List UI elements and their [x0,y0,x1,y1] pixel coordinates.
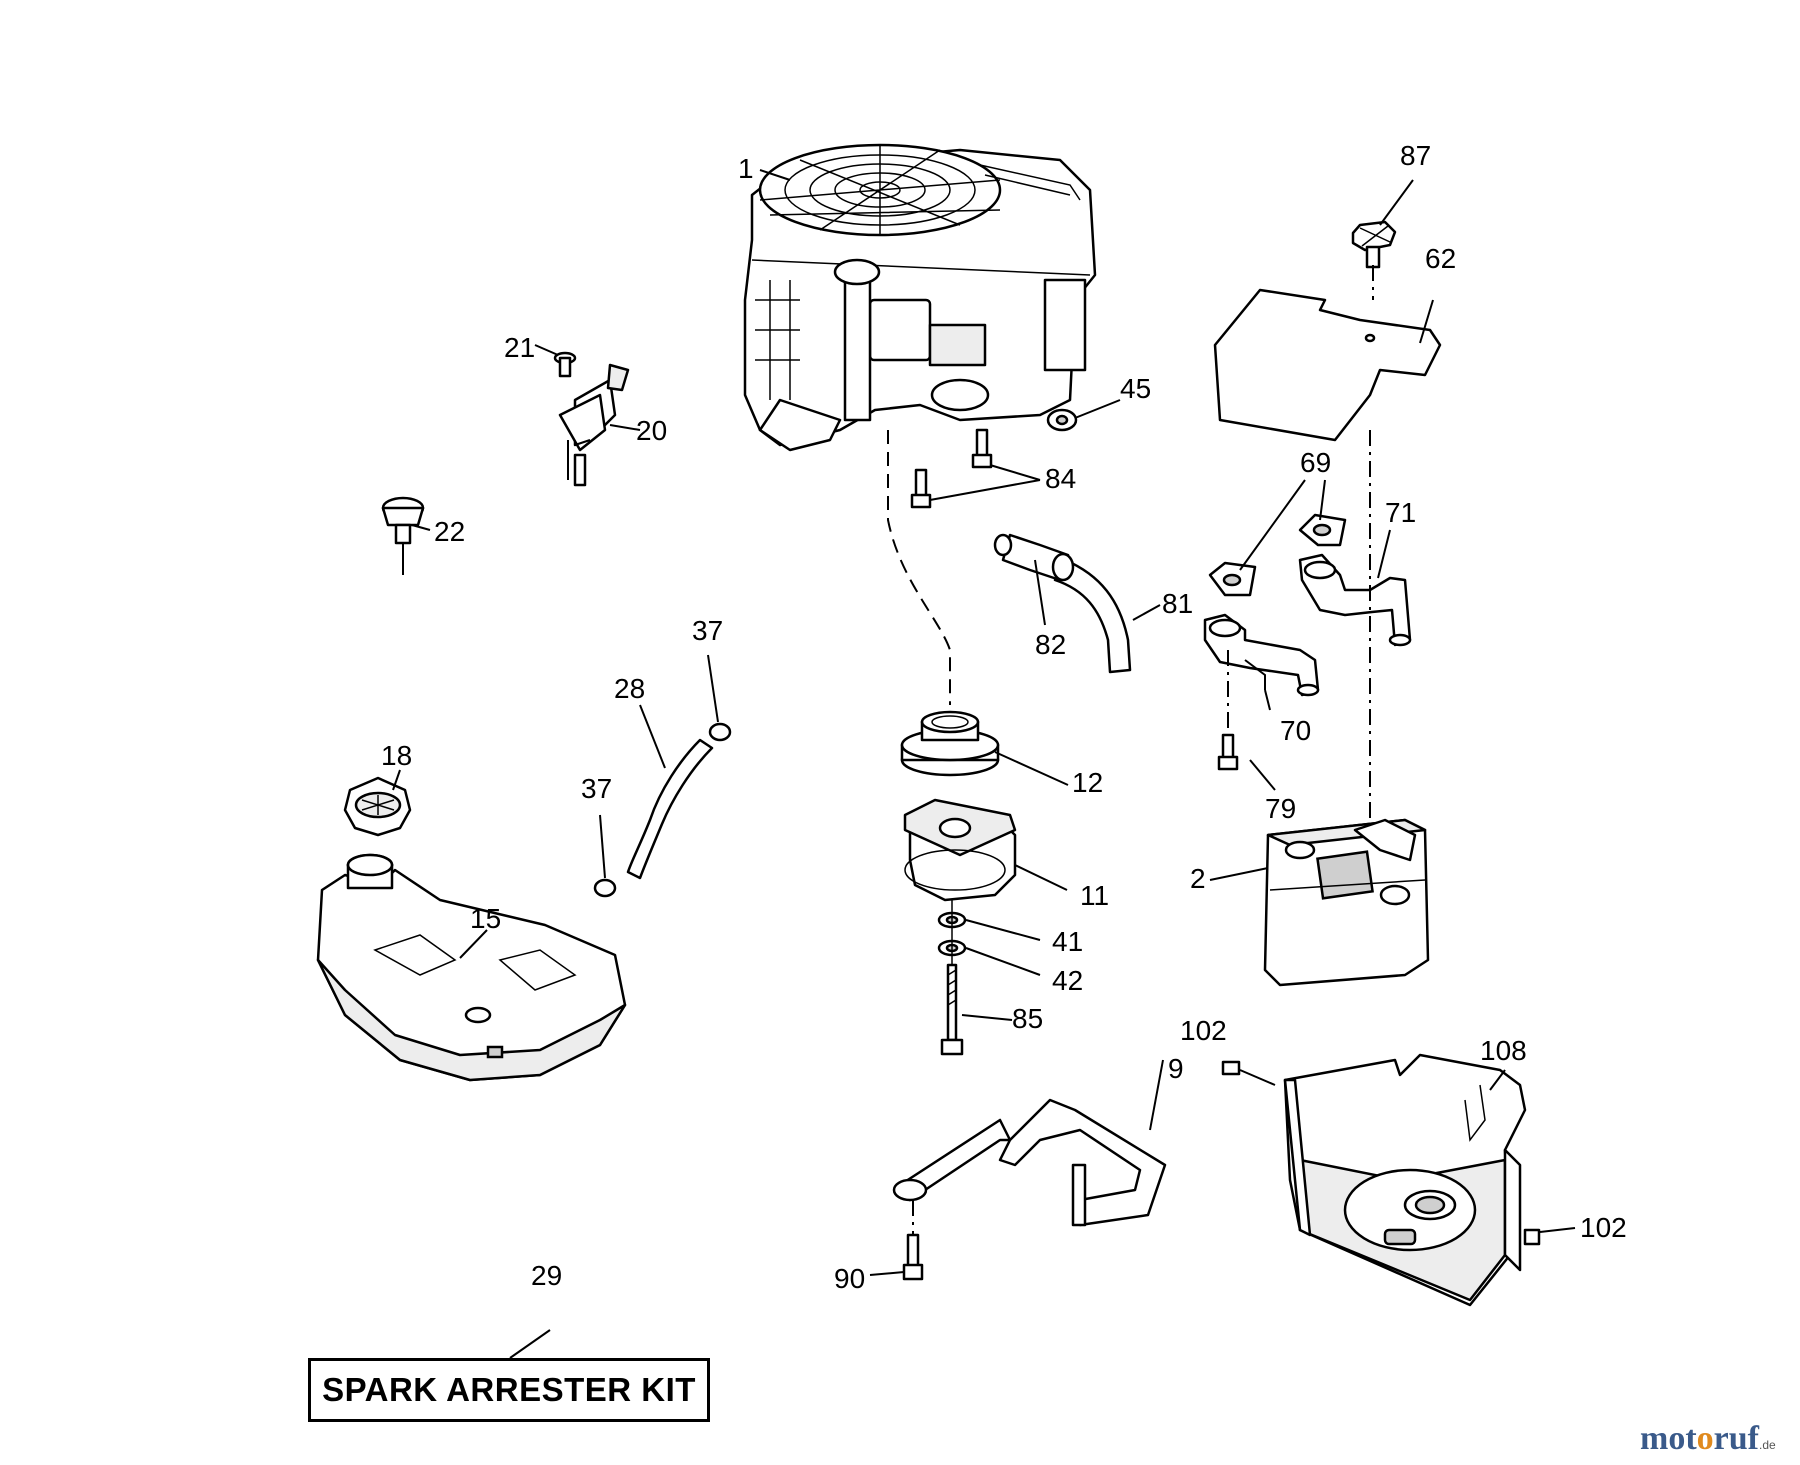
watermark-post: ruf [1713,1420,1759,1457]
clamp-part-37-upper [708,722,732,742]
fuel-tank-part-15 [316,853,627,1082]
callout-90: 90 [834,1263,865,1294]
callout-70: 70 [1280,715,1311,746]
watermark-o: o [1696,1420,1714,1457]
screw-part-102-upper [1221,1060,1276,1086]
callout-28: 28 [614,673,645,704]
callout-15: 15 [470,903,501,934]
callout-69: 69 [1300,447,1331,478]
callout-labels: 1 2 9 11 12 15 18 20 21 22 28 29 37 37 4… [381,140,1627,1294]
callout-81: 81 [1162,588,1193,619]
bolt-part-85 [940,963,964,1056]
callout-82: 82 [1035,629,1066,660]
callout-37-upper: 37 [692,615,723,646]
pulley-part-12 [900,710,1000,777]
callout-21: 21 [504,332,535,363]
leader-lines [392,169,1576,1359]
knob-part-87 [1351,220,1397,269]
callout-45: 45 [1120,373,1151,404]
bracket-part-108 [1283,1053,1527,1307]
callout-87: 87 [1400,140,1431,171]
callout-11: 11 [1080,880,1109,911]
bolt-part-90 [902,1233,924,1281]
screw-part-102-lower [1523,1228,1541,1246]
bolt-part-84-right [971,428,993,469]
bolt-part-84-left [910,468,932,509]
callout-1: 1 [738,153,754,184]
callout-108: 108 [1480,1035,1527,1066]
callout-102-upper: 102 [1180,1015,1227,1046]
centerline-engine-clutch [887,430,951,705]
callout-22: 22 [434,516,465,547]
callout-62: 62 [1425,243,1456,274]
callout-29: 29 [531,1260,562,1291]
bolt-part-21 [553,351,577,378]
hose-part-81 [1053,558,1132,674]
callout-12: 12 [1072,767,1103,798]
callout-71: 71 [1385,497,1416,528]
callout-41: 41 [1052,926,1083,957]
callout-79: 79 [1265,793,1296,824]
callout-42: 42 [1052,965,1083,996]
knob-part-22 [381,496,425,575]
rod-part-9 [892,1098,1167,1227]
nut-part-45 [1046,408,1078,432]
gasket-part-69-lower [1208,561,1257,597]
site-watermark: motoruf.de [1640,1420,1776,1458]
fuel-cap-part-18 [343,776,412,837]
pipe-part-70 [1203,613,1320,697]
spark-arrester-kit-text: SPARK ARRESTER KIT [322,1371,696,1408]
fitting-part-82 [993,533,1075,582]
callout-18: 18 [381,740,412,771]
callout-85: 85 [1012,1003,1043,1034]
heat-shield-part-62 [1213,288,1442,442]
watermark-suffix: .de [1758,1438,1776,1452]
gasket-part-69-upper [1298,513,1347,547]
callout-20: 20 [636,415,667,446]
callout-37-lower: 37 [581,773,612,804]
clamp-part-37-lower [593,878,617,898]
bolt-part-79 [1217,733,1239,771]
callout-84: 84 [1045,463,1076,494]
throttle-control-part-20 [558,363,630,487]
callout-102-lower: 102 [1580,1212,1627,1243]
engine-part-1 [743,143,1097,452]
callout-9: 9 [1168,1053,1184,1084]
callout-2: 2 [1190,863,1206,894]
spark-arrester-kit-label: SPARK ARRESTER KIT [308,1358,710,1422]
pipe-part-71 [1298,553,1412,647]
watermark-pre: mot [1640,1420,1697,1457]
clutch-part-11 [903,798,1017,902]
muffler-part-2 [1263,818,1430,987]
fuel-line-part-28 [626,738,714,880]
